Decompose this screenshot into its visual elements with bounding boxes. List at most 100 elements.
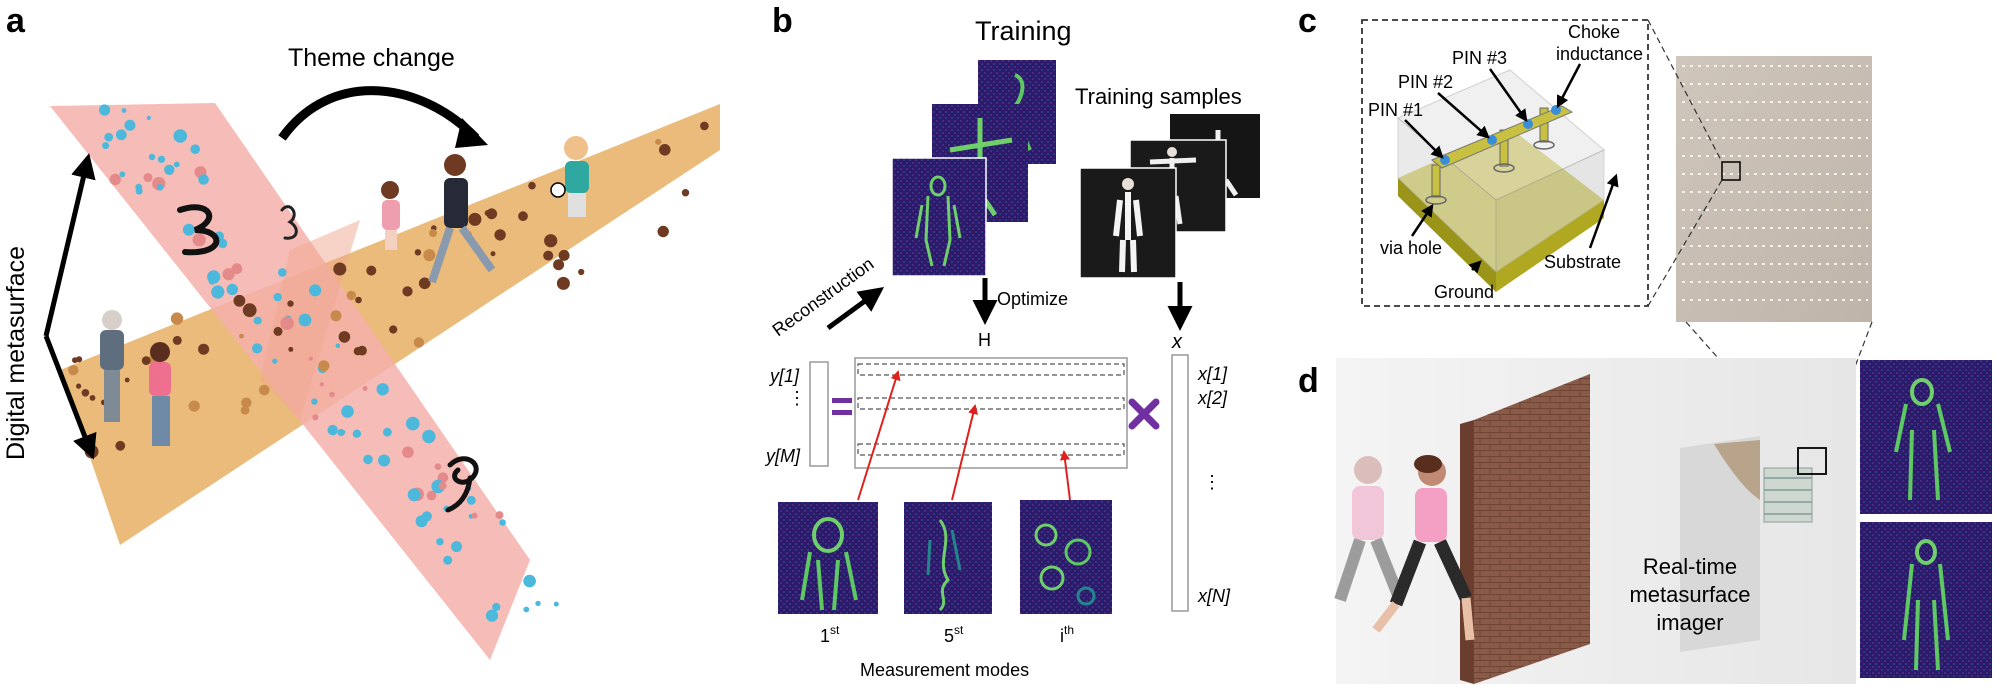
metasurface-photo (1676, 56, 1872, 322)
particle (330, 310, 342, 322)
reconstruction-arrow (826, 287, 885, 331)
particle (413, 337, 425, 348)
x-label-first: x[1] (1197, 364, 1228, 384)
particle (121, 108, 127, 113)
particle (208, 277, 216, 285)
particle (423, 249, 436, 262)
panel-letter-a: a (6, 2, 26, 40)
particle (76, 356, 83, 363)
mode-image-5 (904, 502, 992, 614)
imager-coil (1763, 467, 1813, 523)
particle (68, 365, 79, 376)
particle (240, 405, 250, 415)
particle (272, 358, 278, 364)
particle (226, 283, 238, 296)
choke-arrow (1556, 63, 1582, 109)
mode-image-1 (778, 502, 878, 614)
particle (492, 602, 501, 612)
particle (657, 225, 669, 238)
bracket-arrow-up (43, 153, 96, 337)
particle (198, 174, 209, 185)
particle (402, 446, 414, 459)
particle (172, 335, 182, 345)
symbol-9 (445, 456, 479, 513)
particle-cloud (68, 104, 709, 622)
particle (523, 606, 530, 613)
particle (241, 397, 252, 408)
substrate-label: Substrate (1544, 252, 1621, 272)
pin1-label: PIN #1 (1368, 100, 1423, 120)
theme-change-arrow (278, 86, 480, 142)
particle (659, 144, 671, 156)
particle (544, 234, 558, 248)
particle (341, 405, 354, 418)
h-row-5 (857, 397, 1125, 410)
choke-label-line1: Choke (1568, 22, 1620, 42)
particle (490, 251, 496, 257)
y-label-first: y[1] (768, 366, 800, 386)
particle (233, 294, 246, 307)
metal-strips (1425, 105, 1574, 205)
particle (355, 296, 362, 304)
particle (188, 400, 200, 412)
particle (104, 132, 114, 142)
particle (655, 138, 662, 145)
particle (143, 173, 153, 183)
particle (318, 360, 330, 372)
particle (76, 383, 82, 389)
imager-label-line3: imager (1656, 610, 1723, 635)
particle (102, 142, 110, 150)
symbol-5 (280, 205, 298, 240)
particle (335, 343, 341, 349)
particle (273, 292, 282, 302)
panel-d: d Real-time metasurface imager (1298, 358, 1992, 684)
particle (407, 488, 421, 502)
particle (198, 343, 210, 355)
person-young-woman (149, 342, 171, 446)
particle (311, 398, 318, 405)
particle (288, 346, 294, 352)
particle (402, 286, 413, 297)
zoom-square-photo (1721, 161, 1741, 181)
ground-arrow (1468, 260, 1482, 274)
pin3-label: PIN #3 (1452, 48, 1507, 68)
red-arrow-mode-5 (951, 404, 978, 501)
y-label-dots: ⋮ (788, 388, 806, 408)
particle (553, 259, 565, 271)
panel-b: b Training Training samples Reconstructi… (764, 2, 1260, 680)
training-photo-stack (1079, 114, 1260, 279)
panel-letter-c: c (1298, 2, 1317, 40)
metasurface-element-grid (1682, 65, 1868, 301)
reconstruction-image-stack (891, 60, 1056, 277)
air-box-right (1495, 149, 1605, 273)
particle (124, 377, 130, 383)
particle (486, 208, 498, 220)
particle (426, 490, 437, 501)
particle (558, 249, 570, 261)
particle (383, 427, 392, 437)
particle (124, 119, 136, 131)
particle (499, 519, 506, 526)
choke-inductor (1551, 105, 1561, 115)
particle (434, 463, 442, 471)
pin2-arrow (1437, 92, 1490, 139)
particle (700, 121, 709, 131)
particle (362, 386, 368, 391)
x-label-second: x[2] (1197, 388, 1228, 408)
particle (436, 538, 444, 546)
particle (89, 395, 96, 401)
particle (376, 383, 389, 396)
particle (366, 265, 377, 276)
symbol-3 (177, 204, 220, 256)
reconstruction-frame-bottom (1860, 522, 1992, 678)
mode-image-i (1020, 500, 1112, 614)
particle (415, 515, 428, 528)
particle (99, 104, 111, 116)
particle (190, 144, 200, 154)
particle (222, 268, 235, 281)
reconstruction-label: Reconstruction (769, 253, 878, 340)
particle (157, 155, 166, 163)
equals-bar-top (832, 398, 852, 403)
bracket-arrow-down (43, 335, 97, 460)
